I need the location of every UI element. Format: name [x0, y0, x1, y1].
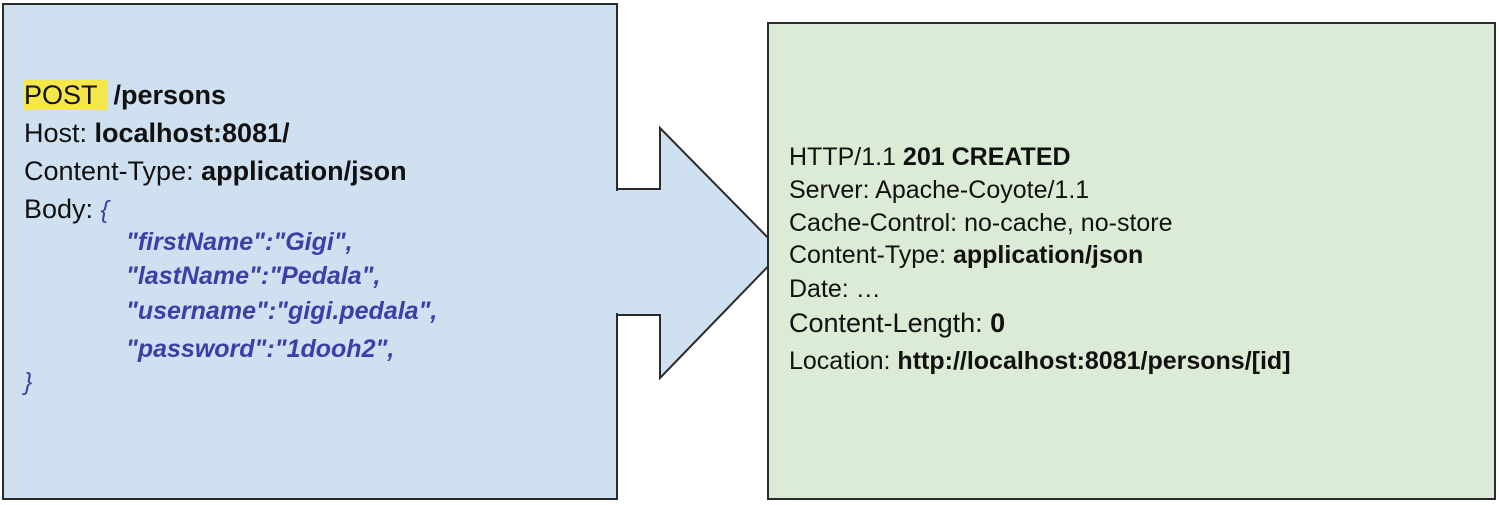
- response-content-type-value: application/json: [952, 241, 1144, 269]
- json-line-first-name: "firstName":"Gigi",: [126, 228, 353, 256]
- json-line-username: "username":"gigi.pedala",: [126, 297, 438, 325]
- request-path: /persons: [113, 80, 227, 110]
- cache-control-header: Cache-Control: no-cache, no-store: [789, 209, 1173, 237]
- host-header: Host: localhost:8081/: [24, 120, 290, 147]
- host-label: Host:: [24, 118, 95, 148]
- location-header: Location: http://localhost:8081/persons/…: [789, 349, 1291, 374]
- request-content-type-label: Content-Type:: [24, 156, 202, 186]
- http-method: POST: [24, 80, 108, 110]
- arrow-shape: [616, 125, 784, 381]
- server-header: Server: Apache-Coyote/1.1: [789, 176, 1090, 204]
- body-close-brace: }: [24, 368, 33, 396]
- content-length-header: Content-Length: 0: [789, 310, 1005, 337]
- response-content-type-header: Content-Type: application/json: [789, 243, 1143, 268]
- request-content-type-header: Content-Type: application/json: [24, 158, 407, 185]
- response-panel: [767, 22, 1496, 500]
- content-length-value: 0: [990, 308, 1006, 338]
- status-line: HTTP/1.1 201 CREATED: [789, 145, 1071, 170]
- body-label: Body:: [24, 194, 101, 224]
- status-value: 201 CREATED: [902, 143, 1071, 171]
- json-line-password: "password":"1dooh2",: [126, 335, 395, 363]
- date-header: Date: …: [789, 275, 881, 303]
- status-prefix: HTTP/1.1: [789, 143, 903, 171]
- content-length-label: Content-Length:: [789, 308, 991, 338]
- json-line-last-name: "lastName":"Pedala",: [126, 262, 381, 290]
- request-content-type-value: application/json: [201, 156, 407, 186]
- request-line: POST/persons: [24, 80, 227, 110]
- body-open-brace: {: [100, 196, 109, 224]
- location-value: http://localhost:8081/persons/[id]: [897, 347, 1291, 375]
- host-value: localhost:8081/: [94, 118, 290, 148]
- location-label: Location:: [789, 347, 898, 375]
- body-header: Body: {: [24, 196, 109, 223]
- response-content-type-label: Content-Type:: [789, 241, 953, 269]
